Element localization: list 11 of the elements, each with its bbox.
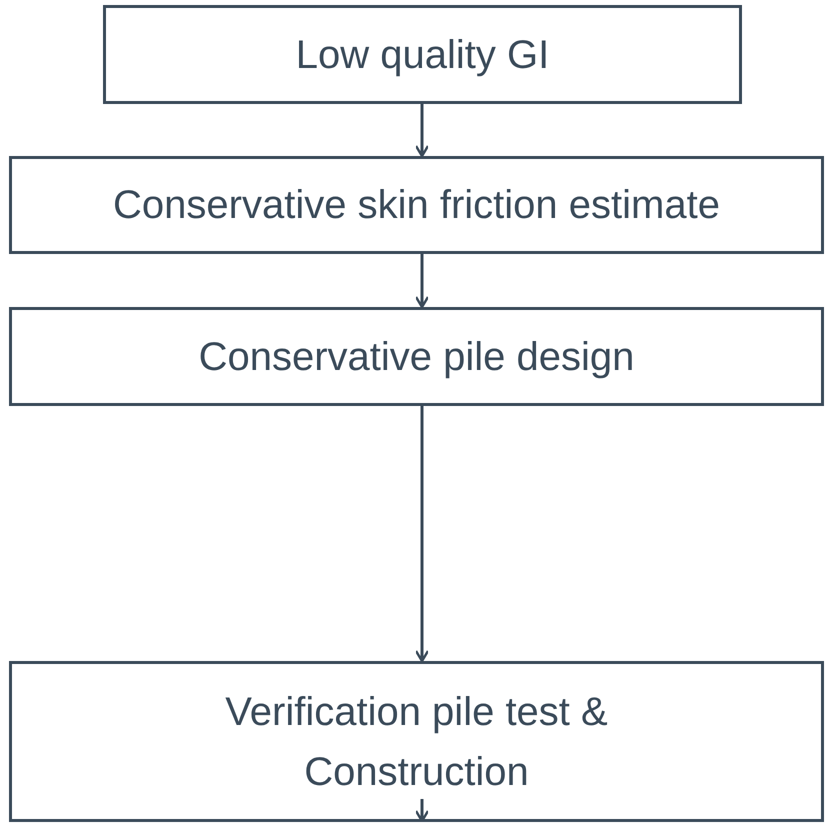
- box-label: Verification pile test & Construction: [224, 688, 609, 796]
- box-label: Low quality GI: [296, 32, 550, 78]
- process-box: [9, 156, 824, 254]
- box-label: Conservative skin friction estimate: [113, 182, 720, 229]
- process-box: [9, 661, 824, 822]
- arrow: [414, 104, 430, 158]
- arrow: [414, 406, 430, 662]
- process-box: [103, 5, 742, 104]
- process-box: [9, 307, 824, 406]
- arrow: [414, 254, 430, 308]
- box-label: Conservative pile design: [198, 334, 634, 380]
